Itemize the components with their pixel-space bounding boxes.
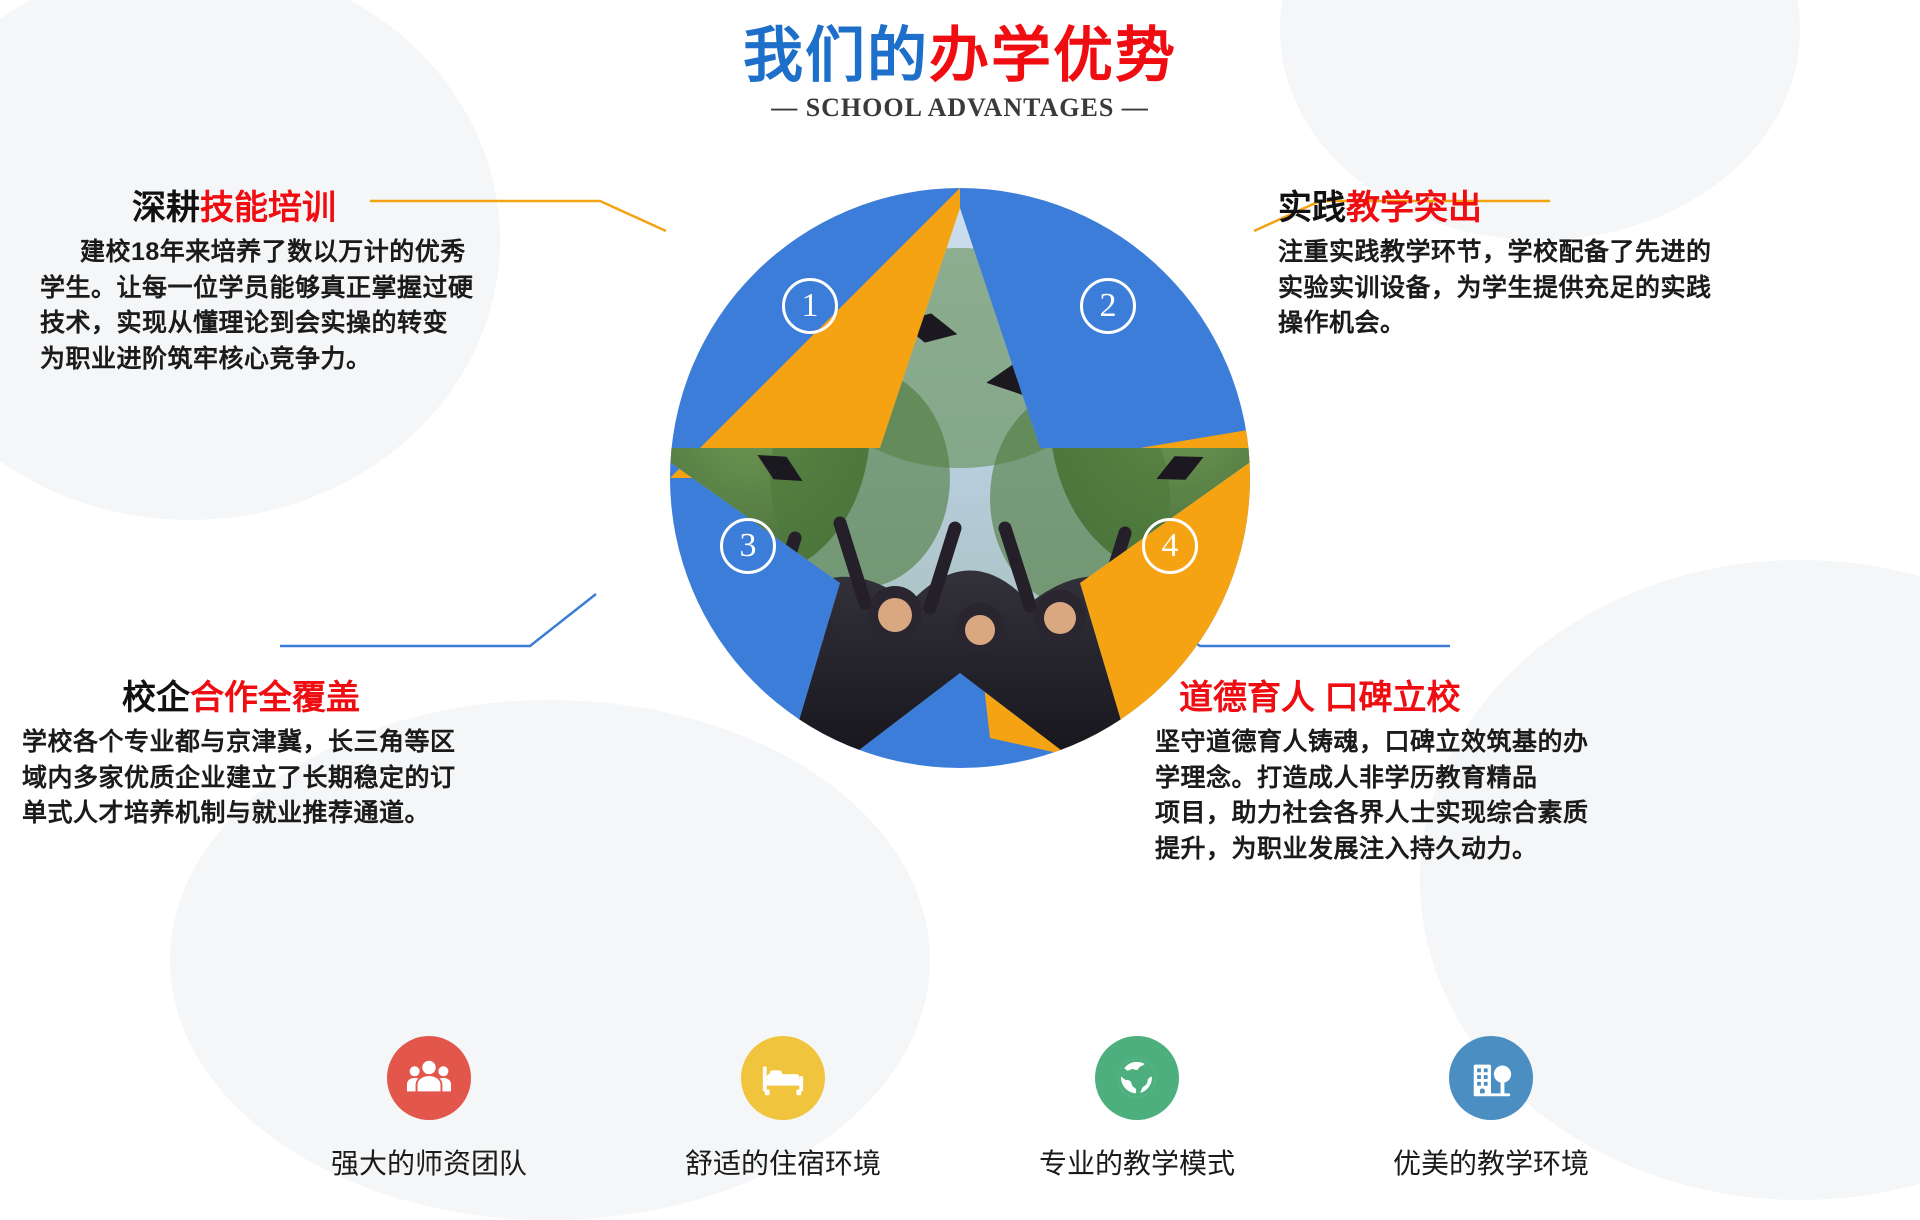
advantage-body-4-line-1: 坚守道德育人铸魂，口碑立效筑基的办 xyxy=(1155,728,1589,757)
feature-item-teaching-mode: 专业的教学模式 xyxy=(1012,1036,1262,1182)
advantage-body-4-line-2: 学理念。打造成人非学历教育精品 xyxy=(1155,763,1538,792)
advantage-body-1-line-2: 学生。让每一位学员能够真正掌握过硬 xyxy=(40,273,474,302)
advantage-body-4-line-4: 提升，为职业发展注入持久动力。 xyxy=(1155,834,1538,863)
feature-circle-2 xyxy=(741,1036,825,1120)
page-title-primary: 我们的 xyxy=(743,22,929,89)
advantage-body-3: 学校各个专业都与京津冀，长三角等区 域内多家优质企业建立了长期稳定的订 单式人才… xyxy=(22,725,622,832)
advantage-body-2-line-3: 操作机会。 xyxy=(1278,309,1406,338)
feature-label-4: 优美的教学环境 xyxy=(1392,1149,1589,1180)
page-header: 我们的办学优势 — SCHOOL ADVANTAGES — xyxy=(0,24,1920,123)
advantage-heading-2: 实践教学突出 xyxy=(1278,189,1898,227)
advantage-body-2-line-1: 注重实践教学环节，学校配备了先进的 xyxy=(1278,238,1712,267)
advantage-heading-3: 校企合作全覆盖 xyxy=(22,679,622,717)
feature-label-2: 舒适的住宿环境 xyxy=(684,1149,881,1180)
advantage-heading-4-red: 道德育人 口碑立校 xyxy=(1179,679,1461,717)
campus-building-icon xyxy=(1473,1064,1512,1097)
advantage-body-4-line-3: 项目，助力社会各界人士实现综合素质 xyxy=(1155,799,1589,828)
advantage-body-3-line-1: 学校各个专业都与京津冀，长三角等区 xyxy=(22,728,456,757)
globe-world-icon xyxy=(1117,1058,1157,1098)
advantage-body-2-line-2: 实验实训设备，为学生提供充足的实践 xyxy=(1278,273,1712,302)
feature-row: 强大的师资团队 舒适的住宿环境 专业的教学模式 xyxy=(0,1036,1920,1182)
advantage-block-3: 校企合作全覆盖 学校各个专业都与京津冀，长三角等区 域内多家优质企业建立了长期稳… xyxy=(22,679,622,832)
advantage-body-1-line-1: 建校18年来培养了数以万计的优秀 xyxy=(80,238,466,267)
feature-item-teaching-staff: 强大的师资团队 xyxy=(304,1036,554,1182)
feature-label-3: 专业的教学模式 xyxy=(1038,1149,1235,1180)
advantage-heading-1-black: 深耕 xyxy=(132,189,200,227)
advantage-body-1: 建校18年来培养了数以万计的优秀 学生。让每一位学员能够真正掌握过硬 技术，实现… xyxy=(40,235,640,377)
advantage-heading-4: 道德育人 口碑立校 xyxy=(1155,679,1795,717)
feature-item-campus-environment: 优美的教学环境 xyxy=(1366,1036,1616,1182)
feature-circle-3 xyxy=(1095,1036,1179,1120)
team-people-icon xyxy=(406,1060,452,1092)
advantage-body-1-line-3: 技术，实现从懂理论到会实操的转变 xyxy=(40,309,449,338)
advantage-heading-1-red: 技能培训 xyxy=(200,189,336,227)
advantage-heading-3-black: 校企 xyxy=(122,679,190,717)
central-star-diagram: 1 2 3 4 xyxy=(660,178,1260,778)
feature-circle-4 xyxy=(1449,1036,1533,1120)
advantage-heading-1: 深耕技能培训 xyxy=(40,189,640,227)
advantage-body-3-line-3: 单式人才培养机制与就业推荐通道。 xyxy=(22,799,431,828)
page-title-accent: 办学优势 xyxy=(929,22,1177,89)
advantage-heading-2-black: 实践 xyxy=(1278,189,1346,227)
feature-circle-1 xyxy=(387,1036,471,1120)
page-title: 我们的办学优势 xyxy=(0,24,1920,87)
advantage-body-3-line-2: 域内多家优质企业建立了长期稳定的订 xyxy=(22,763,456,792)
advantage-block-1: 深耕技能培训 建校18年来培养了数以万计的优秀 学生。让每一位学员能够真正掌握过… xyxy=(40,189,640,377)
advantage-heading-2-red: 教学突出 xyxy=(1346,189,1482,227)
advantage-block-2: 实践教学突出 注重实践教学环节，学校配备了先进的 实验实训设备，为学生提供充足的… xyxy=(1278,189,1898,342)
page-subtitle: — SCHOOL ADVANTAGES — xyxy=(771,93,1149,122)
badge-number-3: 3 xyxy=(720,518,776,574)
advantage-body-4: 坚守道德育人铸魂，口碑立效筑基的办 学理念。打造成人非学历教育精品 项目，助力社… xyxy=(1155,725,1795,867)
badge-number-4: 4 xyxy=(1142,518,1198,574)
badge-number-1: 1 xyxy=(782,278,838,334)
connector-line-3 xyxy=(280,593,597,648)
badge-number-2: 2 xyxy=(1080,278,1136,334)
advantage-block-4: 道德育人 口碑立校 坚守道德育人铸魂，口碑立效筑基的办 学理念。打造成人非学历教… xyxy=(1155,679,1795,867)
advantage-body-2: 注重实践教学环节，学校配备了先进的 实验实训设备，为学生提供充足的实践 操作机会… xyxy=(1278,235,1898,342)
advantage-body-1-line-4: 为职业进阶筑牢核心竞争力。 xyxy=(40,344,372,373)
advantage-heading-3-red: 合作全覆盖 xyxy=(190,679,360,717)
bed-dorm-icon xyxy=(762,1066,804,1096)
feature-label-1: 强大的师资团队 xyxy=(330,1149,527,1180)
feature-item-dormitory: 舒适的住宿环境 xyxy=(658,1036,908,1182)
